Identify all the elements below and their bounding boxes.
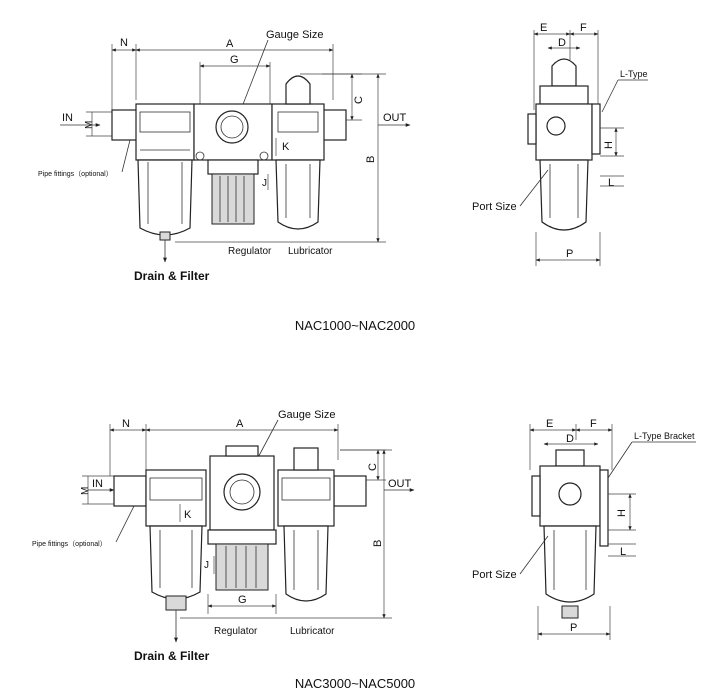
- top-side-view: E F D L-Type H L Port Size P: [472, 22, 648, 266]
- dim-label-b: B: [372, 540, 384, 547]
- l-type-bracket: [591, 103, 601, 155]
- in-label: IN: [62, 112, 73, 124]
- side-drain: [561, 605, 579, 619]
- regulator-label: Regulator: [214, 626, 258, 637]
- side-bowl: [543, 525, 597, 603]
- dim-label-j: J: [262, 178, 267, 189]
- lubricator-bowl: [283, 525, 329, 602]
- side-label-e: E: [540, 22, 547, 34]
- bottom-model-caption: NAC3000~NAC5000: [294, 676, 416, 691]
- gauge-size-label: Gauge Size: [266, 29, 323, 41]
- dim-label-a: A: [236, 418, 244, 430]
- dim-label-m: M: [80, 487, 91, 495]
- side-label-l: L: [608, 177, 614, 189]
- side-label-h: H: [616, 509, 628, 517]
- side-label-p: P: [566, 248, 573, 260]
- dim-label-n: N: [122, 418, 130, 430]
- regulator-knob: [211, 173, 255, 225]
- side-label-f: F: [580, 22, 587, 34]
- dim-label-j: J: [204, 560, 209, 571]
- pipe-fittings-label: Pipe fittings（optional）: [38, 170, 113, 178]
- out-label: OUT: [388, 478, 412, 490]
- dim-label-c: C: [353, 96, 365, 104]
- dim-label-k: K: [184, 509, 192, 521]
- side-label-port-size: Port Size: [472, 201, 517, 213]
- side-label-f: F: [590, 418, 597, 430]
- filter-bowl: [137, 159, 193, 236]
- dim-label-b: B: [365, 156, 377, 163]
- bottom-front-view: N A Gauge Size C B IN OUT M Pipe fitting…: [32, 409, 415, 663]
- outlet-port-block: [333, 475, 367, 507]
- drain-valve: [159, 231, 171, 241]
- side-port: [546, 116, 566, 136]
- lubricator-label: Lubricator: [288, 246, 333, 257]
- lubricator-bowl: [275, 159, 321, 230]
- side-label-l-type: L-Type: [620, 69, 648, 79]
- inlet-port-block: [113, 475, 147, 507]
- side-cap: [555, 449, 585, 467]
- side-dome: [551, 58, 577, 87]
- side-label-e: E: [546, 418, 553, 430]
- drain-filter-label: Drain & Filter: [134, 649, 210, 663]
- side-port: [558, 482, 582, 506]
- side-label-port-size: Port Size: [472, 569, 517, 581]
- l-type-bracket: [599, 469, 609, 547]
- inlet-port-block: [111, 109, 139, 141]
- regulator-knob: [215, 543, 269, 591]
- gauge-size-label: Gauge Size: [278, 409, 335, 421]
- pressure-gauge: [223, 473, 261, 511]
- filter-bowl: [149, 525, 203, 600]
- regulator-label: Regulator: [228, 246, 272, 257]
- side-label-d: D: [558, 37, 566, 49]
- out-label: OUT: [383, 112, 407, 124]
- in-label: IN: [92, 478, 103, 490]
- side-bowl: [539, 159, 589, 231]
- bottom-side-view: E F D L-Type Bracket H L Port Size P: [472, 418, 696, 640]
- top-front-view: N A G Gauge Size C B IN OUT M: [38, 29, 411, 283]
- dim-label-g: G: [230, 54, 239, 66]
- dim-label-n: N: [120, 37, 128, 49]
- side-label-l: L: [620, 546, 626, 558]
- drain-valve: [165, 595, 187, 611]
- pipe-fittings-label: Pipe fittings（optional）: [32, 540, 107, 548]
- dim-label-c: C: [367, 463, 379, 471]
- lubricator-label: Lubricator: [290, 626, 335, 637]
- lubricator-dome: [285, 75, 311, 105]
- dim-label-k: K: [282, 141, 290, 153]
- side-label-d: D: [566, 433, 574, 445]
- side-label-l-type: L-Type Bracket: [634, 431, 695, 441]
- top-model-caption: NAC1000~NAC2000: [294, 318, 416, 333]
- lubricator-cap: [293, 447, 319, 471]
- side-label-h: H: [603, 141, 615, 149]
- dim-label-g: G: [238, 594, 247, 606]
- filter-head: [145, 469, 207, 527]
- side-head: [535, 103, 593, 161]
- drain-filter-label: Drain & Filter: [134, 269, 210, 283]
- dim-label-a: A: [226, 38, 234, 50]
- dim-label-m: M: [84, 121, 95, 129]
- side-label-p: P: [570, 622, 577, 634]
